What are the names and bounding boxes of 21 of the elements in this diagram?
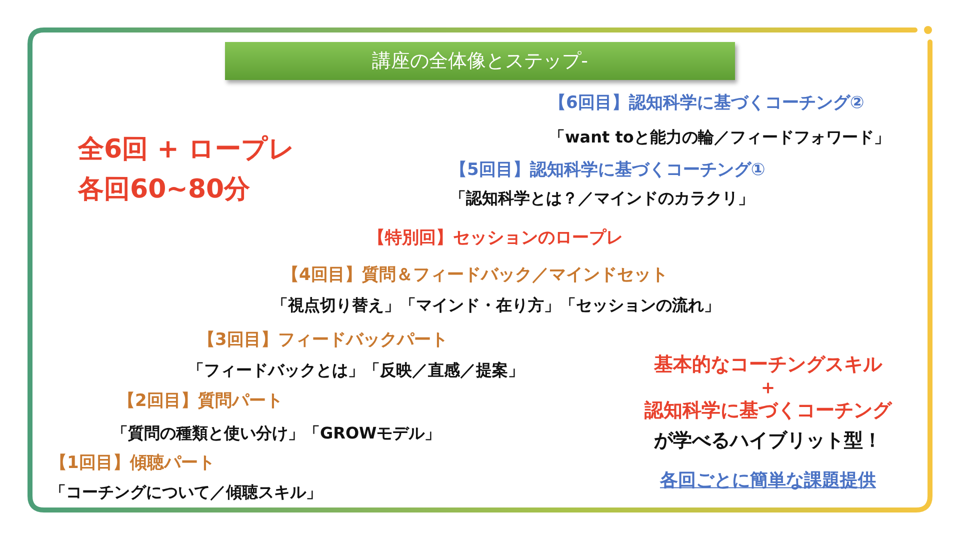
- feature-text: 基本的なコーチングスキル: [654, 354, 882, 376]
- plus-text: ＋: [758, 376, 778, 400]
- session-heading: 【6回目】認知科学に基づくコーチング②: [549, 92, 864, 114]
- session-heading: 【4回目】質問＆フィードバック／マインドセット: [282, 264, 668, 286]
- session-heading: 【1回目】傾聴パート: [50, 452, 215, 474]
- title-banner: 講座の全体像とステップ-: [225, 42, 735, 80]
- course-summary: 各回60~80分: [78, 174, 250, 206]
- feature-text: が学べるハイブリット型！: [654, 430, 882, 452]
- feature-text: 認知科学に基づくコーチング: [644, 400, 892, 422]
- session-heading: 【3回目】フィードバックパート: [198, 330, 448, 350]
- session-topics: 「フィードバックとは」「反映／直感／提案」: [188, 360, 524, 380]
- session-heading: 【特別回】セッションのロープレ: [368, 228, 623, 248]
- session-heading: 【5回目】認知科学に基づくコーチング①: [450, 160, 766, 180]
- session-topics: 「認知科学とは？／マインドのカラクリ」: [450, 188, 754, 208]
- session-topics: 「質問の種類と使い分け」「GROWモデル」: [112, 423, 441, 443]
- session-topics: 「コーチングについて／傾聴スキル」: [50, 482, 322, 502]
- assignment-note: 各回ごとに簡単な課題提供: [660, 470, 876, 492]
- session-heading: 【2回目】質問パート: [118, 390, 283, 412]
- course-summary: 全6回 + ロープレ: [78, 134, 295, 166]
- session-topics: 「視点切り替え」「マインド・在り方」「セッションの流れ」: [272, 295, 720, 315]
- session-topics: 「want toと能力の輪／フィードフォワード」: [549, 127, 890, 147]
